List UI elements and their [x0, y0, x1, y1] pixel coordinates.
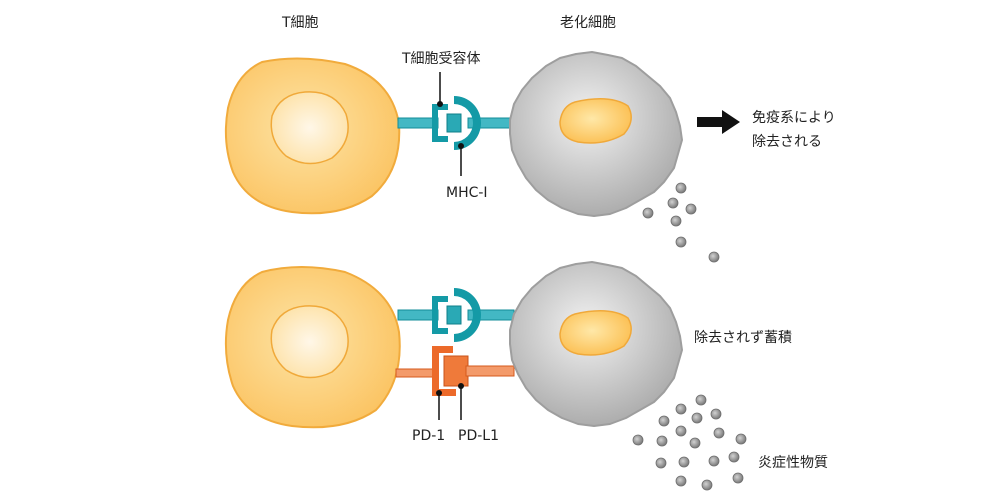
- particles-bottom: [632, 394, 747, 491]
- label-tcr: T細胞受容体: [402, 51, 481, 67]
- particle: [689, 437, 701, 449]
- particle: [656, 435, 668, 447]
- particle: [732, 472, 744, 484]
- particle: [670, 215, 682, 227]
- label-pdl1: PD-L1: [458, 428, 499, 444]
- particle: [658, 415, 670, 427]
- label-not-removed: 除去されず蓄積: [694, 330, 792, 346]
- particle: [678, 456, 690, 468]
- pdl1-block: [443, 355, 469, 387]
- removal-arrow: [697, 110, 740, 134]
- mhc-cup-bottom: [454, 288, 481, 342]
- senescent-nucleus-top: [559, 98, 632, 144]
- tcr-bracket-top: [432, 104, 448, 142]
- label-senescent-cell: 老化細胞: [560, 15, 616, 31]
- pd1-leader-dot: [436, 390, 442, 396]
- pd1-bracket: [432, 346, 456, 396]
- particle: [642, 207, 654, 219]
- particle: [735, 433, 747, 445]
- particle: [675, 182, 687, 194]
- label-mhc: MHC-I: [446, 185, 488, 201]
- label-pd1: PD-1: [412, 428, 446, 444]
- particle: [691, 412, 703, 424]
- particle: [675, 425, 687, 437]
- label-removed: 免疫系により除去される: [752, 110, 836, 150]
- particle: [713, 427, 725, 439]
- tcr-leader-dot: [437, 101, 443, 107]
- senescent-nucleus-bottom: [559, 310, 632, 356]
- particle: [675, 236, 687, 248]
- mhc-cup-top: [454, 96, 481, 150]
- particle: [695, 394, 707, 406]
- t-cell-bottom-nucleus: [270, 305, 349, 379]
- particles-top: [642, 182, 720, 263]
- tcr-inner-top: [446, 113, 462, 133]
- particle: [708, 455, 720, 467]
- tcr-bracket-bottom: [432, 296, 448, 334]
- particle: [728, 451, 740, 463]
- particle: [685, 203, 697, 215]
- particle: [667, 197, 679, 209]
- pd1-stalk: [395, 368, 435, 378]
- t-cell-top-nucleus: [270, 91, 349, 165]
- particle: [632, 434, 644, 446]
- particle: [708, 251, 720, 263]
- pdl1-leader-dot: [458, 383, 464, 389]
- tcr-inner-bottom: [446, 305, 462, 325]
- label-inflammatory: 炎症性物質: [758, 455, 828, 471]
- mhc-leader-dot: [458, 143, 464, 149]
- particle: [701, 479, 713, 491]
- pdl1-stalk: [465, 365, 515, 377]
- particle: [675, 475, 687, 487]
- particle: [710, 408, 722, 420]
- particle: [675, 403, 687, 415]
- particle: [655, 457, 667, 469]
- label-t-cell: T細胞: [282, 15, 319, 31]
